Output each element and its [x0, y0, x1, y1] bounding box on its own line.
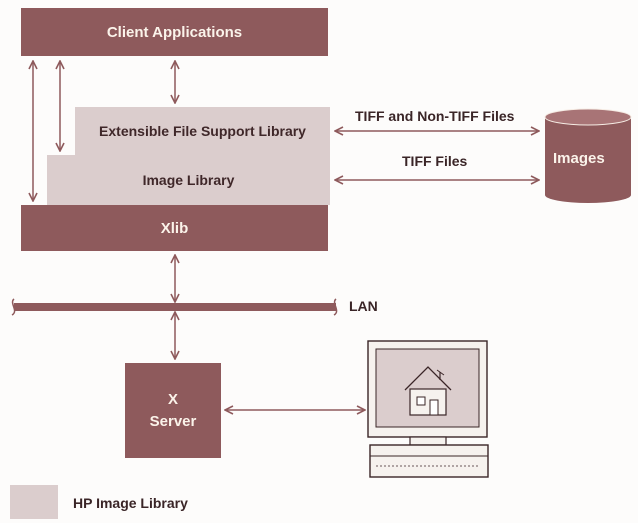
x-server-label-line1: X [167, 390, 178, 408]
legend-label: HP Image Library [73, 495, 188, 511]
lan-bus [11, 298, 338, 316]
client-applications-label: Client Applications [106, 23, 243, 41]
x-server-label-line2: Server [149, 412, 197, 430]
image-library-label: Image Library [142, 172, 235, 188]
xlib-box: Xlib [21, 205, 328, 251]
extensible-file-support-library-box: Extensible File Support Library [75, 107, 330, 155]
house-icon [404, 366, 452, 416]
tiff-files-label: TIFF Files [402, 153, 468, 169]
client-applications-box: Client Applications [21, 8, 328, 56]
images-database-icon [544, 108, 632, 203]
workstation-icon [367, 340, 489, 478]
lan-label: LAN [349, 298, 378, 314]
images-label: Images [553, 150, 605, 167]
tiff-and-non-tiff-files-label: TIFF and Non-TIFF Files [355, 108, 515, 124]
legend-swatch [10, 485, 58, 519]
xlib-label: Xlib [160, 219, 189, 237]
x-server-box: X Server [125, 363, 221, 458]
image-library-box: Image Library [47, 155, 330, 205]
extensible-file-support-library-label: Extensible File Support Library [99, 123, 306, 139]
